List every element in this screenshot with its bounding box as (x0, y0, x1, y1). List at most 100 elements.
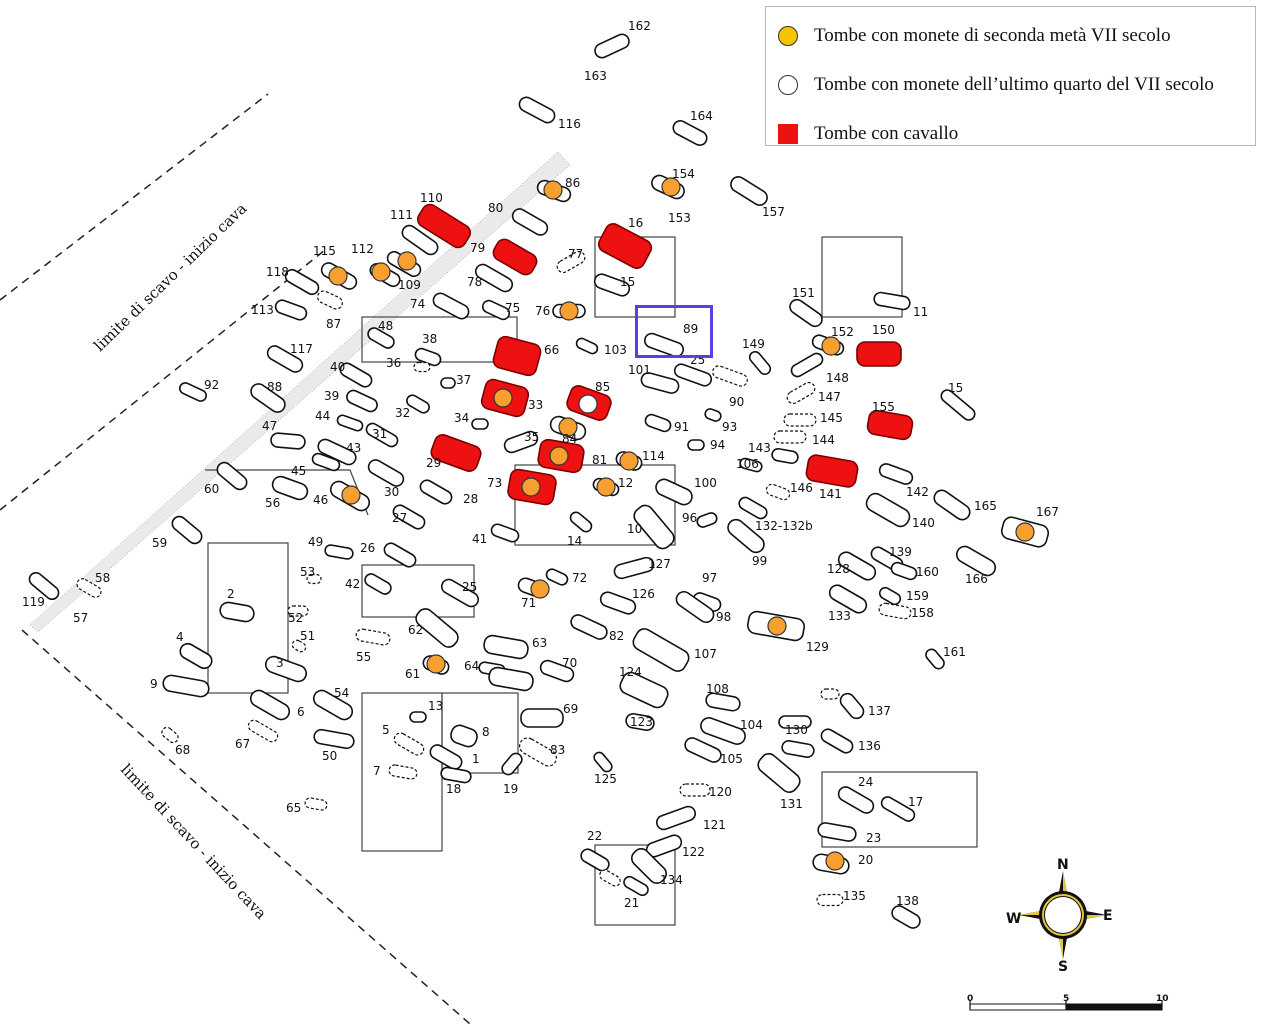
tomb-number-label: 141 (819, 487, 842, 501)
coin-marker-early (661, 177, 681, 197)
tomb-number-label: 118 (266, 265, 289, 279)
tomb-outline (162, 674, 210, 698)
tomb-outline (393, 732, 425, 756)
tomb-number-label: 78 (467, 275, 482, 289)
tomb-outline (644, 413, 672, 433)
tomb-outline (925, 648, 945, 670)
compass-icon: N S E W (1006, 857, 1113, 975)
tomb-outline (778, 715, 812, 729)
tomb-outline (291, 639, 307, 653)
tomb-number-label: 131 (780, 797, 803, 811)
scale-bar: 0 5 10 (967, 994, 1169, 1011)
tomb-number-label: 62 (408, 623, 423, 637)
tomb-outline (474, 263, 514, 293)
tomb-outline (271, 475, 309, 501)
tomb-outline (781, 740, 815, 758)
excavation-limit-lines (0, 93, 471, 1024)
tomb-outline (679, 783, 711, 797)
tomb-outline (511, 208, 549, 236)
tomb-number-label: 103 (604, 343, 627, 357)
compass-west: W (1006, 911, 1021, 927)
tomb-number-label: 36 (386, 356, 401, 370)
tomb-number-label: 133 (828, 609, 851, 623)
tomb-number-label: 59 (152, 536, 167, 550)
tomb-number-label: 160 (916, 565, 939, 579)
tomb-number-label: 34 (454, 411, 469, 425)
tomb-outline (704, 408, 722, 422)
coin-marker-early (558, 417, 578, 437)
tomb-number-label: 89 (683, 322, 698, 336)
tomb-number-label: 74 (410, 297, 425, 311)
tomb-number-label: 40 (330, 360, 345, 374)
tomb-number-label: 152 (831, 325, 854, 339)
tomb-number-label: 72 (572, 571, 587, 585)
tomb-outline (264, 655, 308, 683)
tomb-number-label: 60 (204, 482, 219, 496)
tomb-number-label: 46 (313, 493, 328, 507)
tomb-outline (789, 298, 823, 328)
legend-item-early-coins: Tombe con monete di seconda metà VII sec… (778, 21, 1171, 51)
tomb-number-label: 129 (806, 640, 829, 654)
tomb-outline (757, 753, 801, 793)
horse-grave (856, 341, 902, 367)
tomb-number-label: 111 (390, 208, 413, 222)
tomb-outline (518, 96, 556, 124)
tomb-outline (440, 766, 472, 784)
stippled-path (29, 151, 571, 633)
tomb-outline (488, 666, 534, 692)
tomb-outline (640, 372, 680, 394)
tomb-number-label: 148 (826, 371, 849, 385)
tomb-outline (312, 689, 354, 721)
highlight-box[interactable] (635, 305, 713, 358)
tomb-number-label: 167 (1036, 505, 1059, 519)
tomb-number-label: 99 (752, 554, 767, 568)
tomb-outline (820, 728, 854, 754)
coin-marker-early (549, 446, 569, 466)
tomb-number-label: 18 (446, 782, 461, 796)
tomb-number-label: 157 (762, 205, 785, 219)
tomb-number-label: 83 (550, 743, 565, 757)
tomb-number-label: 64 (464, 659, 479, 673)
tomb-number-label: 94 (710, 438, 725, 452)
tomb-outline (655, 805, 697, 831)
tomb-outline (820, 688, 840, 700)
tomb-outline (481, 299, 511, 321)
tomb-outline (440, 578, 480, 608)
compass-south: S (1058, 959, 1068, 975)
tomb-number-label: 162 (628, 19, 651, 33)
tomb-number-label: 143 (748, 441, 771, 455)
tomb-number-label: 113 (251, 303, 274, 317)
tomb-number-label: 47 (262, 419, 277, 433)
markers-layer (328, 177, 1035, 871)
tomb-number-label: 79 (470, 241, 485, 255)
tomb-outline (216, 461, 248, 491)
tomb-number-label: 25 (462, 580, 477, 594)
tomb-outline (631, 848, 667, 884)
tomb-number-label: 97 (702, 571, 717, 585)
coin-marker-early (767, 616, 787, 636)
tomb-outline (955, 545, 997, 577)
tomb-number-label: 10 (627, 522, 642, 536)
tomb-number-label: 98 (716, 610, 731, 624)
tomb-number-label: 49 (308, 535, 323, 549)
tomb-number-label: 37 (456, 373, 471, 387)
tomb-outline (28, 571, 60, 601)
tomb-outline (593, 273, 631, 297)
tomb-outline (672, 120, 708, 146)
tomb-outline (765, 483, 791, 501)
tomb-number-label: 138 (896, 894, 919, 908)
legend-label: Tombe con monete dell’ultimo quarto del … (814, 74, 1214, 95)
tomb-number-label: 166 (965, 572, 988, 586)
tomb-outline (632, 628, 690, 672)
tomb-number-label: 82 (609, 629, 624, 643)
tomb-outline (748, 350, 772, 376)
tomb-outline (684, 737, 722, 763)
tomb-number-label: 24 (858, 775, 873, 789)
scale-tick-5: 5 (1063, 994, 1069, 1004)
tomb-outline (401, 224, 439, 256)
tomb-number-label: 127 (648, 557, 671, 571)
tomb-number-label: 26 (360, 541, 375, 555)
yellow-circle-icon (778, 26, 798, 46)
tomb-outline (406, 394, 430, 414)
tomb-outline (687, 439, 705, 451)
